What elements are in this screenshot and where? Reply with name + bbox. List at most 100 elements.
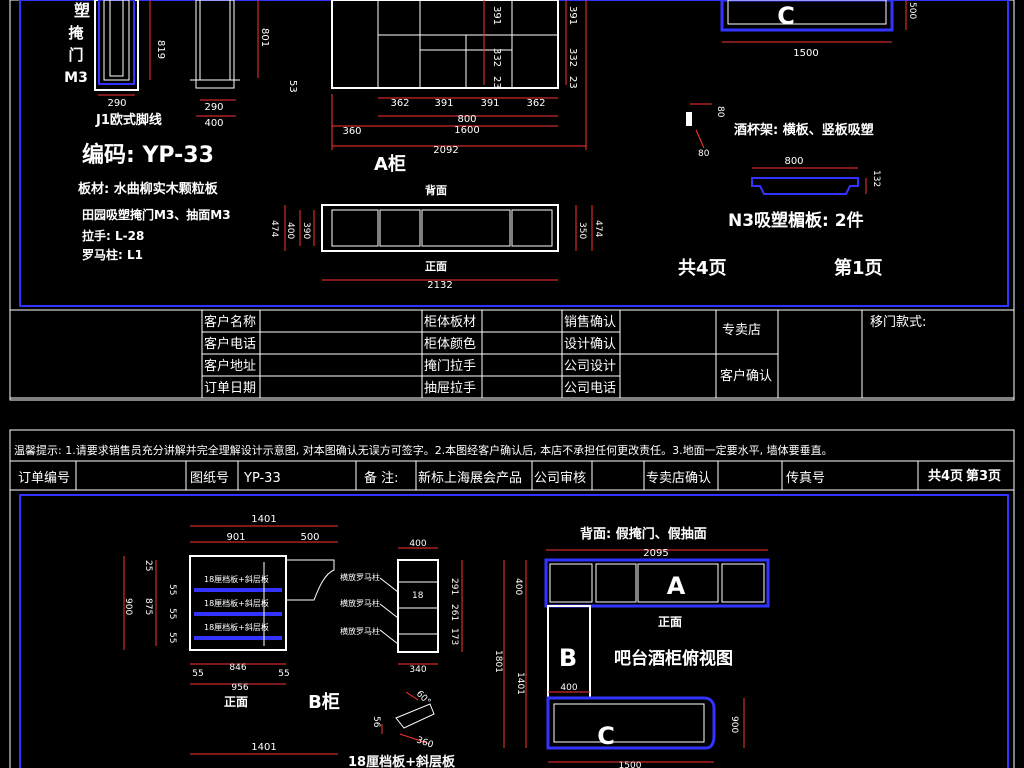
j1-label: J1欧式脚线 — [95, 112, 162, 128]
plan-a-label: A — [667, 572, 686, 600]
a-vdim-4: 391 — [567, 6, 578, 25]
dim-400: 400 — [204, 118, 223, 129]
b-ldim-55-3: 55 — [167, 632, 177, 643]
plan-front-label: 正面 — [425, 260, 447, 273]
plan-width: 2095 — [643, 548, 668, 559]
b-bdim-956: 956 — [231, 683, 248, 693]
side-label-char-1: 塑 — [74, 1, 90, 20]
n3-label: N3吸塑楣板: 2件 — [728, 210, 864, 231]
cell-store: 专卖店 — [722, 323, 761, 338]
detail-dim-360: 360 — [415, 735, 435, 750]
a-vdim-1: 391 — [491, 6, 502, 25]
cell-door-handle: 掩门拉手 — [424, 359, 476, 374]
wine-rack-detail — [686, 103, 712, 149]
side-rdim-291: 291 — [449, 578, 459, 595]
notice-text: 温馨提示: 1.请要求销售员充分讲解并完全理解设计示意图, 对本图确认无误方可签… — [14, 443, 833, 457]
dim-819: 819 — [155, 40, 166, 59]
a-total-width: 2092 — [433, 145, 458, 156]
profile-drawing — [190, 0, 259, 117]
title-block-1 — [10, 309, 1014, 399]
wine-rack-dim-1: 80 — [715, 106, 725, 118]
cell-drawer-handle: 抽屉拉手 — [424, 381, 476, 396]
lower-label: 18厘档板+斜层板 — [348, 754, 456, 768]
cabinet-a-title: A柜 — [374, 153, 406, 175]
b-dim-500: 500 — [300, 532, 319, 543]
side-dim-mid: 18 — [412, 591, 424, 601]
plan-dim-474-right: 474 — [593, 220, 603, 237]
a-hdim-3: 391 — [480, 98, 499, 109]
plan-b-width: 400 — [560, 683, 577, 693]
roman-column: 罗马柱: L1 — [82, 247, 143, 262]
b-dim-1401: 1401 — [251, 514, 276, 525]
dim-801: 801 — [259, 28, 270, 47]
detail-dim-56: 56 — [371, 716, 381, 728]
b-shelf-label-1: 18厘档板+斜层板 — [204, 574, 269, 584]
b-ldim-900: 900 — [123, 598, 133, 615]
hdr-drawing-no: 图纸号 — [190, 471, 229, 486]
side-label-char-2: 掩 — [68, 24, 84, 42]
b-dim-901: 901 — [226, 532, 245, 543]
n3-lintel-detail — [751, 167, 867, 195]
b-shelf-label-2: 18厘档板+斜层板 — [204, 598, 269, 608]
cabinet-c-top-width: 1500 — [793, 48, 818, 59]
a-vdim-6: 23 — [567, 76, 578, 89]
dim-290-right: 290 — [204, 102, 223, 113]
plan-height: 400 — [513, 578, 523, 595]
cell-customer-address: 客户地址 — [204, 358, 256, 374]
hdr-remark: 备 注: — [364, 470, 399, 486]
bar-plan-view — [503, 549, 770, 763]
a-width-1600: 1600 — [454, 125, 479, 136]
cell-company-design: 公司设计 — [564, 359, 616, 374]
dim-290-left: 290 — [107, 98, 126, 109]
cabinet-c-top-height: 500 — [907, 2, 917, 19]
plan-left-height: 1801 — [493, 650, 503, 673]
plan-total: 2132 — [427, 280, 452, 291]
b-bdim-55-left: 55 — [192, 669, 203, 679]
cell-board: 柜体板材 — [424, 315, 476, 330]
b-shelf-label-3: 18厘档板+斜层板 — [204, 622, 269, 632]
side-label-char-4: M3 — [64, 70, 88, 86]
side-view — [379, 547, 463, 665]
handle: 拉手: L-28 — [82, 228, 144, 243]
cabinet-a-elevation — [331, 0, 587, 150]
cell-customer-confirm: 客户确认 — [720, 368, 772, 384]
b-front-label: 正面 — [224, 695, 248, 709]
code-label: 编码: YP-33 — [82, 142, 214, 168]
plan-b-label: B — [559, 644, 577, 672]
plan-c-width: 1500 — [619, 761, 642, 768]
cell-design-confirm: 设计确认 — [564, 337, 616, 352]
a-inner-width: 800 — [457, 114, 476, 125]
cell-sales-confirm: 销售确认 — [564, 314, 616, 330]
b-bdim-55-right: 55 — [278, 669, 289, 679]
hdr-pages: 共4页 — [928, 468, 963, 484]
cell-door-style: 移门款式: — [870, 315, 926, 330]
side-dim-bottom: 340 — [409, 665, 426, 675]
hdr-order-no: 订单编号 — [18, 471, 70, 486]
a-vdim-2: 332 — [491, 48, 502, 67]
cell-order-date: 订单日期 — [204, 381, 256, 396]
side-rdim-173: 173 — [449, 628, 459, 645]
plan-front-label: 正面 — [658, 615, 682, 629]
plan-dim-400: 400 — [285, 222, 295, 239]
pages-total: 共4页 — [678, 258, 727, 279]
cabinet-b-title: B柜 — [308, 691, 340, 713]
hdr-store-confirm: 专卖店确认 — [646, 471, 711, 486]
hdr-fax: 传真号 — [786, 471, 825, 486]
b-ldim-875: 875 — [143, 598, 153, 615]
hdr-drawing-val: YP-33 — [243, 471, 281, 486]
side-label-1: 横放罗马柱 — [340, 572, 380, 582]
plan-back-label: 背面 — [425, 183, 447, 197]
door-section-drawing — [94, 0, 151, 96]
cabinet-c-top-label: C — [777, 2, 795, 30]
sheet-2-frame — [9, 429, 1015, 768]
angle-detail — [381, 691, 435, 745]
wine-rack-label: 酒杯架: 横板、竖板吸塑 — [734, 122, 874, 138]
cell-customer-phone: 客户电话 — [204, 336, 256, 352]
cell-color: 柜体颜色 — [424, 336, 476, 352]
side-dim-top: 400 — [409, 539, 426, 549]
side-label-char-3: 门 — [68, 46, 83, 64]
cell-company-phone: 公司电话 — [564, 381, 616, 396]
b-ldim-25: 25 — [143, 560, 153, 571]
plan-dim-350: 350 — [577, 222, 587, 239]
